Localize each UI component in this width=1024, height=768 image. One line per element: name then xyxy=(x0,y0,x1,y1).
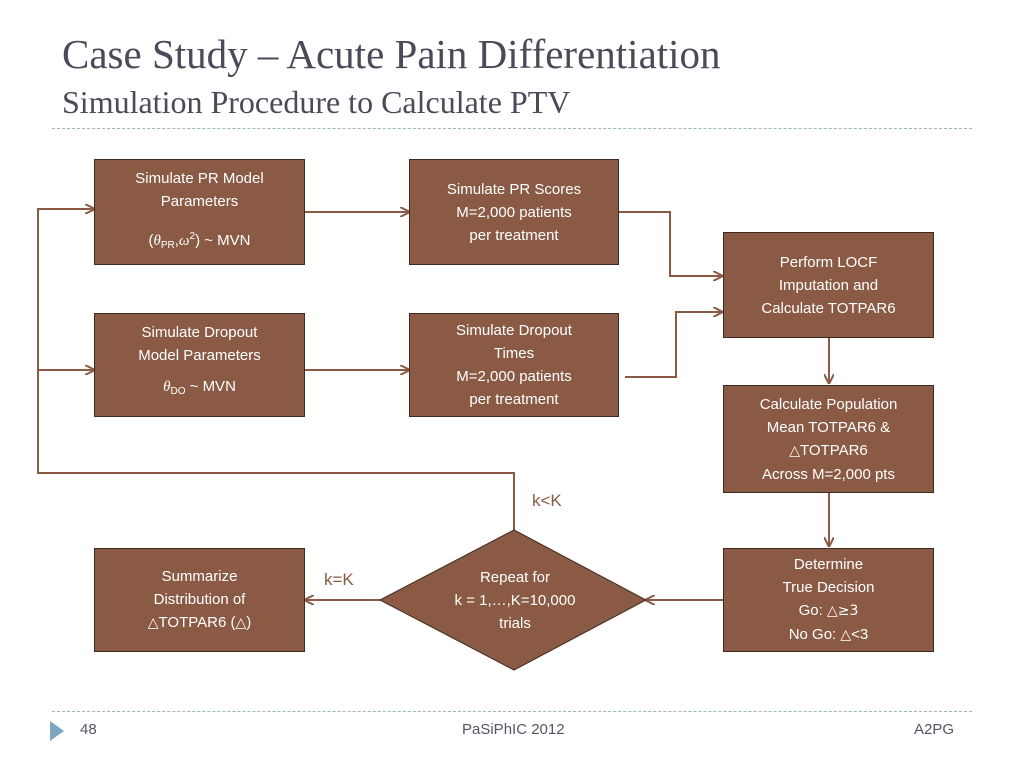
repeat-diamond-text: Repeat for k = 1,…,K=10,000 trials xyxy=(405,566,625,635)
dropout-times-line3: M=2,000 patients xyxy=(456,368,572,385)
dropout-times-line1: Simulate Dropout xyxy=(456,322,572,339)
box-simulate-pr-scores: Simulate PR Scores M=2,000 patients per … xyxy=(409,159,619,265)
pr-scores-line2: M=2,000 patients xyxy=(456,203,572,221)
summarize-line1: Summarize xyxy=(161,568,238,585)
arrow-dropouttimes-to-locf xyxy=(625,312,722,378)
population-line2: Mean TOTPAR6 & xyxy=(766,418,891,436)
pr-scores-line3: per treatment xyxy=(469,226,559,244)
loop-back-line xyxy=(37,209,515,531)
dropout-times-line4: per treatment xyxy=(469,391,559,408)
slide-marker-icon xyxy=(50,721,64,741)
dropout-params-line2: Model Parameters xyxy=(138,347,261,364)
repeat-line1: Repeat for xyxy=(479,569,551,586)
box-perform-locf: Perform LOCF Imputation and Calculate TO… xyxy=(723,232,934,338)
pr-params-line1: Simulate PR Model xyxy=(135,170,264,187)
pr-params-formula: (θPR,ω2) ~ MVN xyxy=(148,231,251,251)
population-line3: △TOTPAR6 xyxy=(789,441,868,459)
header-divider xyxy=(52,128,972,129)
loop-condition-label: k<K xyxy=(532,491,562,510)
decision-nogo: No Go: △<3 xyxy=(788,626,869,643)
population-line4: Across M=2,000 pts xyxy=(762,465,895,483)
box-simulate-dropout-times: Simulate Dropout Times M=2,000 patients … xyxy=(409,313,619,417)
footer-divider xyxy=(52,711,972,712)
decision-go: Go: △≥3 xyxy=(798,602,859,619)
box-summarize-distribution: Summarize Distribution of △TOTPAR6 (△) xyxy=(94,548,305,652)
slide-title: Case Study – Acute Pain Differentiation xyxy=(62,31,721,77)
repeat-line3: trials xyxy=(499,615,531,632)
dropout-times-line2: Times xyxy=(493,345,535,362)
box-simulate-pr-params: Simulate PR Model Parameters (θPR,ω2) ~ … xyxy=(94,159,305,265)
slide-subtitle: Simulation Procedure to Calculate PTV xyxy=(62,84,571,120)
footer-right: A2PG xyxy=(914,721,955,738)
summarize-line2: Distribution of xyxy=(153,591,246,608)
repeat-line2: k = 1,…,K=10,000 xyxy=(454,592,576,609)
summarize-line3: △TOTPAR6 (△) xyxy=(147,614,252,631)
decision-line1: Determine xyxy=(793,556,864,573)
decision-line2: True Decision xyxy=(782,579,875,596)
locf-line1: Perform LOCF xyxy=(779,253,878,271)
pr-scores-line1: Simulate PR Scores xyxy=(446,180,582,198)
repeat-diamond xyxy=(378,529,648,671)
dropout-params-line1: Simulate Dropout xyxy=(141,324,258,341)
delta-icon: △ xyxy=(789,442,800,459)
population-line1: Calculate Population xyxy=(759,395,898,413)
exit-condition-label: k=K xyxy=(324,570,354,589)
arrow-prscores-to-locf xyxy=(619,211,722,276)
footer-center: PaSiPhIC 2012 xyxy=(462,721,565,738)
locf-line2: Imputation and xyxy=(778,276,879,294)
box-determine-decision: Determine True Decision Go: △≥3 No Go: △… xyxy=(723,548,934,652)
page-number: 48 xyxy=(80,721,97,738)
box-calculate-population: Calculate Population Mean TOTPAR6 & △TOT… xyxy=(723,385,934,493)
locf-line3: Calculate TOTPAR6 xyxy=(761,299,896,317)
box-simulate-dropout-params: Simulate Dropout Model Parameters θDO ~ … xyxy=(94,313,305,417)
dropout-params-formula: θDO ~ MVN xyxy=(163,378,236,397)
pr-params-line2: Parameters xyxy=(160,193,239,210)
